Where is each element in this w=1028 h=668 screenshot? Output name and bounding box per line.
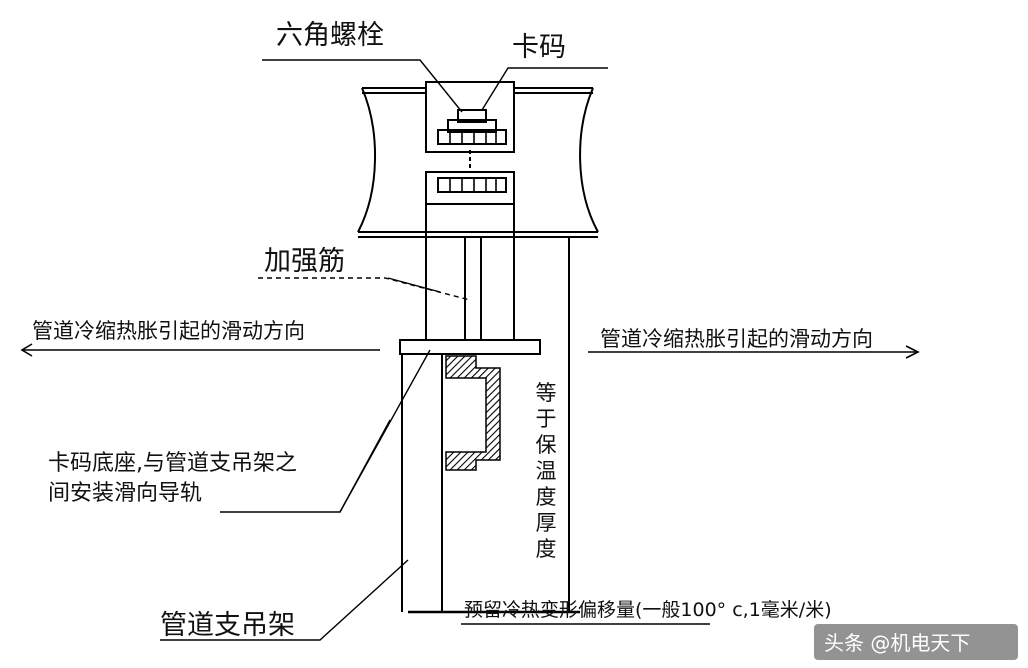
label-clamp: 卡码	[512, 32, 566, 63]
slide-arrow-right	[588, 345, 920, 359]
label-base-line1: 卡码底座,与管道支吊架之	[48, 451, 297, 476]
label-hex-bolt: 六角螺栓	[276, 20, 384, 51]
label-slide-right: 管道冷缩热胀引起的滑动方向	[600, 327, 873, 351]
thickness-char: 温	[536, 459, 557, 483]
leader-lines	[160, 59, 710, 641]
label-support: 管道支吊架	[160, 610, 295, 641]
label-slide-left: 管道冷缩热胀引起的滑动方向	[32, 319, 305, 343]
thickness-char: 等	[536, 381, 557, 405]
clamp-upper-block	[425, 81, 515, 170]
clamp-lower-block	[425, 171, 515, 342]
label-offset: 预留冷热变形偏移量(一般100° c,1毫米/米)	[464, 599, 832, 621]
watermark: 头条 @机电天下	[814, 624, 1018, 660]
thickness-char: 保	[536, 433, 557, 457]
label-base-line2: 间安装滑向导轨	[48, 481, 202, 506]
slide-rail-hatch	[445, 355, 501, 471]
thickness-char: 于	[536, 407, 557, 431]
thickness-char: 度	[536, 537, 557, 561]
support-frame	[399, 238, 580, 614]
slide-arrow-left	[20, 343, 380, 357]
label-rib: 加强筋	[264, 246, 345, 277]
thickness-char: 厚	[536, 511, 557, 535]
watermark-text: 头条 @机电天下	[824, 631, 970, 655]
label-insulation-thickness: 等 于 保 温 度 厚 度	[536, 381, 557, 561]
thickness-char: 度	[536, 485, 557, 509]
